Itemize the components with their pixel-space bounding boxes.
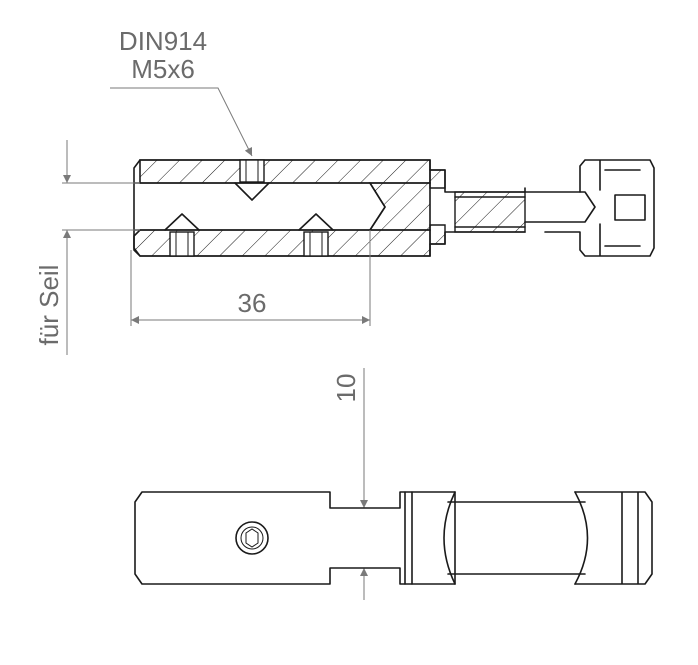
section-view <box>133 159 655 257</box>
width-dim-value: 10 <box>331 374 361 403</box>
left-block-outline <box>134 491 413 585</box>
width-dimension: 10 <box>330 368 400 600</box>
screw-callout: DIN914 M5x6 <box>110 26 253 157</box>
rope-extension-lines <box>62 182 140 231</box>
side-view <box>134 491 653 585</box>
length-extension-lines <box>130 230 371 326</box>
center-block-outline <box>404 491 456 585</box>
screw-standard-label: DIN914 <box>119 26 207 56</box>
rope-label: für Seil <box>34 265 64 346</box>
threaded-insert <box>454 191 526 233</box>
screw-size-label: M5x6 <box>131 54 195 84</box>
set-screw-top <box>234 159 270 201</box>
hex-socket-screw-icon <box>235 521 269 555</box>
center-groove <box>443 491 456 585</box>
neck-section <box>429 169 446 245</box>
length-dim-value: 36 <box>238 288 267 318</box>
right-head-outline <box>574 491 653 585</box>
pin-shaft <box>454 191 596 228</box>
right-head <box>544 159 655 257</box>
width-extension-lines <box>330 507 400 569</box>
length-dimension: 36 <box>130 230 371 326</box>
set-screw-bottom-right <box>298 213 334 257</box>
end-block-section <box>368 182 431 231</box>
right-groove <box>574 491 589 585</box>
bore-outline <box>133 182 386 231</box>
upper-wall-section <box>139 159 431 184</box>
rope-dimension: für Seil <box>34 140 140 355</box>
set-screw-bottom-left <box>164 213 200 257</box>
shaft-outline <box>447 501 586 575</box>
screw-leader-line <box>110 87 253 157</box>
